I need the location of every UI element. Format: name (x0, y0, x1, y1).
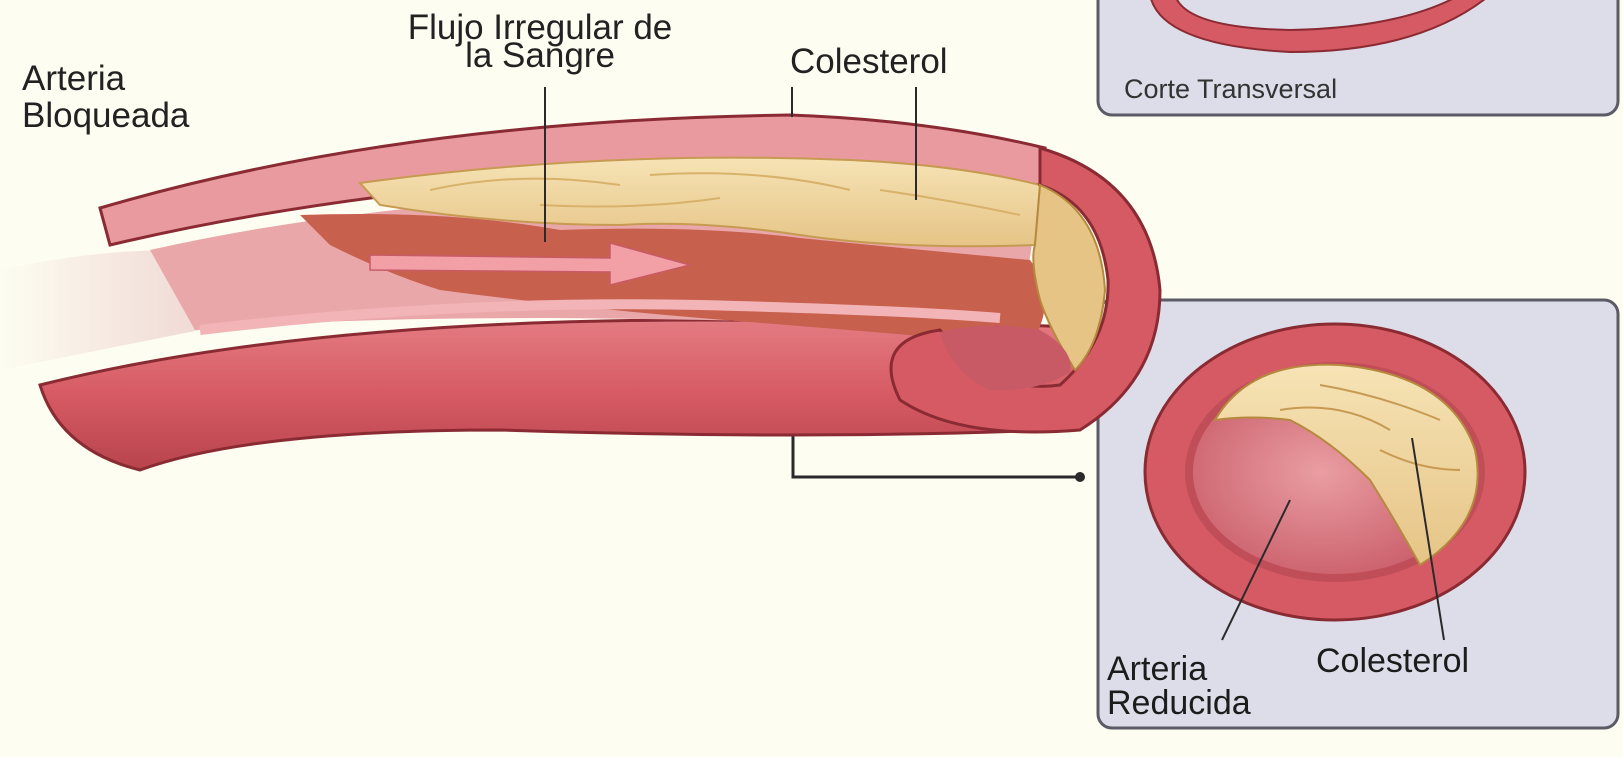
artery-body (40, 115, 1160, 470)
label-cross-section: Corte Transversal (1124, 74, 1337, 104)
label-reduced-artery-line1: Arteria (1107, 652, 1251, 686)
label-irregular-flow-line2: la Sangre (350, 42, 730, 70)
label-irregular-flow: Flujo Irregular de la Sangre (350, 14, 730, 70)
label-cholesterol-panel: Colesterol (1316, 644, 1469, 678)
label-reduced-artery-line2: Reducida (1107, 686, 1251, 720)
label-blocked-artery-line2: Bloqueada (22, 97, 189, 134)
label-blocked-artery: Arteria Bloqueada (22, 60, 189, 134)
label-reduced-artery: Arteria Reducida (1107, 652, 1251, 720)
label-cholesterol-top: Colesterol (790, 43, 948, 80)
label-blocked-artery-line1: Arteria (22, 60, 189, 97)
